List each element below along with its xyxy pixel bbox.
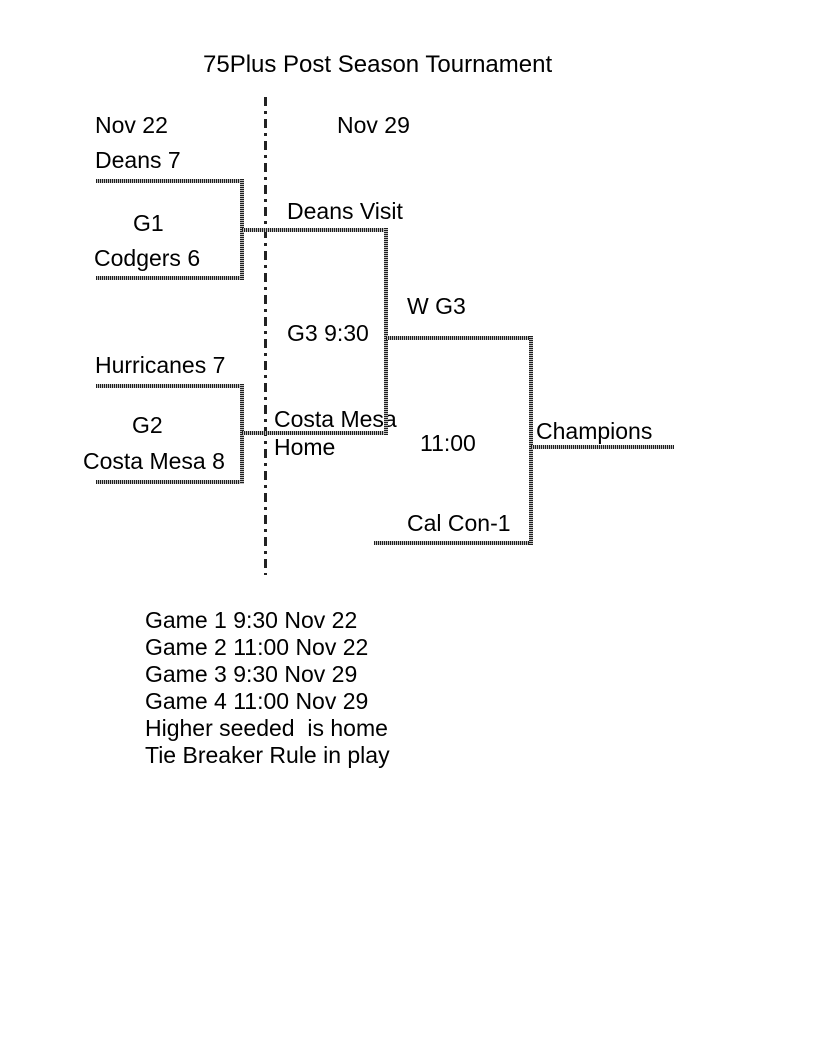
game1-winner-line	[242, 228, 388, 232]
round-divider-line	[264, 97, 267, 575]
game1-top-team-label: Deans 7	[95, 147, 181, 173]
game4-bottom-line	[374, 541, 531, 545]
game2-top-team-label: Hurricanes 7	[95, 352, 226, 378]
game1-bottom-team-label: Codgers 6	[94, 245, 201, 271]
note-game4-schedule: Game 4 11:00 Nov 29	[145, 687, 369, 714]
game3-top-slot-label: Deans Visit	[287, 198, 403, 224]
champion-line	[531, 445, 674, 449]
note-game2-schedule: Game 2 11:00 Nov 22	[145, 633, 369, 660]
note-game1-schedule: Game 1 9:30 Nov 22	[145, 607, 358, 633]
game4-top-slot-label: W G3	[407, 293, 466, 319]
winner-slot-label: Champions	[536, 418, 653, 444]
note-home-rule: Higher seeded is home	[145, 714, 388, 741]
game2-top-line	[96, 384, 242, 388]
note-tiebreaker-rule: Tie Breaker Rule in play	[145, 741, 390, 768]
game2-label: G2	[132, 412, 163, 438]
game4-connector-line	[529, 336, 533, 545]
note-game3-schedule: Game 3 9:30 Nov 29	[145, 660, 358, 687]
game1-label: G1	[133, 210, 164, 236]
game2-bottom-team-label: Costa Mesa 8	[83, 448, 225, 474]
game2-bottom-line	[96, 480, 242, 484]
round1-date-label: Nov 22	[95, 112, 168, 138]
game3-connector-line	[384, 228, 388, 435]
game2-winner-line	[242, 431, 388, 435]
page-title: 75Plus Post Season Tournament	[203, 51, 553, 78]
game3-label: G3 9:30	[287, 320, 369, 346]
game4-label: 11:00	[420, 430, 476, 456]
game4-bottom-slot-label: Cal Con-1	[407, 510, 511, 536]
game3-bottom-slot-label: Costa Mesa Home	[274, 406, 397, 460]
game3-winner-line	[386, 336, 532, 340]
notes-section: Game 1 9:30 Nov 22 Game 2 11:00 Nov 22 G…	[145, 607, 390, 768]
game1-top-line	[96, 179, 242, 183]
round2-date-label: Nov 29	[337, 112, 410, 138]
game1-bottom-line	[96, 276, 242, 280]
